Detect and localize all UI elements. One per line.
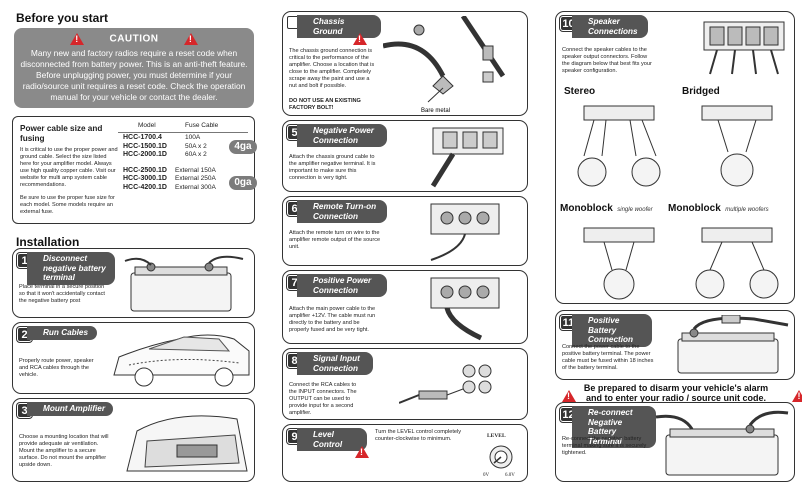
- knob-min-label: 0V: [483, 473, 490, 478]
- step-title: Signal Input Connection: [297, 352, 373, 375]
- remote-terminal-illustration: [430, 203, 500, 261]
- power-cable-title: Power cable size and fusing: [20, 124, 103, 143]
- mono-single-sub: single woofer: [617, 207, 653, 213]
- bridged-diagram: [701, 105, 773, 187]
- step-2-panel: 2 Run Cables Properly route power, speak…: [12, 322, 255, 394]
- warning-icon: [70, 33, 85, 45]
- step-12-panel: 12 Re-connect Negative Battery Terminal …: [555, 402, 795, 482]
- alarm-notice: Be prepared to disarm your vehicle's ala…: [562, 383, 802, 405]
- step-10-panel: 10 Speaker Connections Connect the speak…: [555, 11, 795, 304]
- step-9-panel: 9 Level Control Turn the LEVEL control c…: [282, 424, 528, 482]
- step-title: Speaker Connections: [572, 15, 648, 38]
- knob-max-label: 6.0V: [505, 473, 515, 478]
- step-desc: Attach the remote turn on wire to the am…: [289, 230, 381, 251]
- warning-icon: [183, 33, 198, 45]
- caution-box: CAUTION Many new and factory radios requ…: [14, 28, 254, 108]
- step-desc: Attach the chassis ground cable to the a…: [289, 154, 376, 182]
- reconnect-battery-illustration: [655, 410, 789, 476]
- positive-terminal-illustration: [430, 277, 500, 341]
- mono-single-diagram: [583, 227, 655, 300]
- step-title: Disconnect negative battery terminal: [27, 252, 115, 285]
- negative-terminal-illustration: [430, 127, 504, 188]
- mono-multi-label: Monoblock: [668, 203, 721, 214]
- speaker-terminal-illustration: [703, 21, 785, 75]
- warning-icon: [792, 389, 802, 402]
- table-divider: [118, 132, 248, 133]
- trunk-illustration: [126, 415, 248, 472]
- step-title: Positive Battery Connection: [572, 314, 652, 347]
- level-knob-illustration: [489, 445, 513, 469]
- power-cable-panel: Power cable size and fusing It is critic…: [12, 116, 257, 224]
- step-title: Run Cables: [27, 326, 97, 340]
- step-title: Positive Power Connection: [297, 274, 387, 297]
- step-4-panel: Chassis Ground The chassis ground connec…: [282, 11, 528, 116]
- step-desc: Properly route power, speaker and RCA ca…: [19, 358, 94, 379]
- gauge-badge-0ga: 0ga: [229, 176, 257, 190]
- power-cable-desc: It is critical to use the proper power a…: [20, 147, 118, 189]
- rca-illustration: [399, 364, 492, 404]
- step-8-panel: 8 Signal Input Connection Connect the RC…: [282, 348, 528, 420]
- caution-title: CAUTION: [109, 33, 159, 45]
- step-desc: Connect the speaker cables to the speake…: [562, 47, 652, 75]
- step-desc: Re-connect the negative battery terminal…: [562, 436, 647, 457]
- step-title: Mount Amplifier: [27, 402, 113, 416]
- step-5-panel: 5 Negative Power Connection Attach the c…: [282, 120, 528, 192]
- step-3-panel: 3 Mount Amplifier Choose a mounting loca…: [12, 398, 255, 482]
- step-6-panel: 6 Remote Turn-on Connection Attach the r…: [282, 196, 528, 266]
- step-desc: The chassis ground connection is critica…: [289, 48, 375, 90]
- mono-multi-header: Monoblock multiple woofers: [668, 198, 769, 216]
- step-desc: Choose a mounting location that will pro…: [19, 434, 109, 469]
- mono-multi-diagram: [695, 227, 779, 299]
- warning-icon: [355, 445, 369, 458]
- col-fuse-header: Fuse Cable: [185, 122, 219, 129]
- chassis-ground-illustration: Bare metal: [383, 16, 506, 114]
- step-warning-text: DO NOT USE AN EXISTING FACTORY BOLT!: [289, 98, 361, 112]
- mono-single-header: Monoblock single woofer: [560, 198, 653, 216]
- step-title: Chassis Ground: [297, 15, 381, 38]
- step-title: Re-connect Negative Battery Terminal: [572, 406, 656, 448]
- step-desc: Connect the RCA cables to the INPUT conn…: [289, 382, 357, 417]
- step-desc: Connect the power cable to the positive …: [562, 344, 654, 372]
- stereo-diagram: [577, 105, 661, 187]
- step-desc: Turn the LEVEL control completely counte…: [375, 429, 462, 443]
- alarm-notice-text: Be prepared to disarm your vehicle's ala…: [583, 383, 769, 403]
- bare-metal-label: Bare metal: [421, 108, 450, 114]
- step-7-panel: 7 Positive Power Connection Attach the m…: [282, 270, 528, 344]
- step-desc: Place terminal in a secure position so t…: [19, 284, 105, 305]
- stereo-label: Stereo: [564, 86, 596, 97]
- step-title: Negative Power Connection: [297, 124, 387, 147]
- knob-label: LEVEL: [487, 433, 506, 439]
- car-illustration: [113, 334, 250, 387]
- step-title: Remote Turn-on Connection: [297, 200, 387, 223]
- fuse-desc: Be sure to use the proper fuse size for …: [20, 195, 115, 216]
- bridged-label: Bridged: [682, 86, 720, 97]
- section-title-before-you-start: Before you start: [16, 11, 109, 25]
- gauge-badge-4ga: 4ga: [229, 140, 257, 154]
- caution-title-row: CAUTION: [20, 33, 248, 45]
- mono-multi-sub: multiple woofers: [725, 207, 769, 213]
- step-1-panel: 1 Disconnect negative battery terminal P…: [12, 248, 255, 318]
- battery-illustration: [124, 255, 244, 312]
- col-model-header: Model: [138, 122, 156, 129]
- warning-icon: [562, 389, 576, 402]
- caution-body: Many new and factory radios require a re…: [20, 48, 248, 102]
- step-title: Level Control: [297, 428, 367, 451]
- warning-icon: [353, 32, 367, 45]
- mono-single-label: Monoblock: [560, 203, 613, 214]
- step-desc: Attach the main power cable to the ampli…: [289, 306, 376, 334]
- step-11-panel: 11 Positive Battery Connection Connect t…: [555, 310, 795, 380]
- positive-battery-illustration: [677, 315, 789, 374]
- section-title-installation: Installation: [16, 235, 80, 249]
